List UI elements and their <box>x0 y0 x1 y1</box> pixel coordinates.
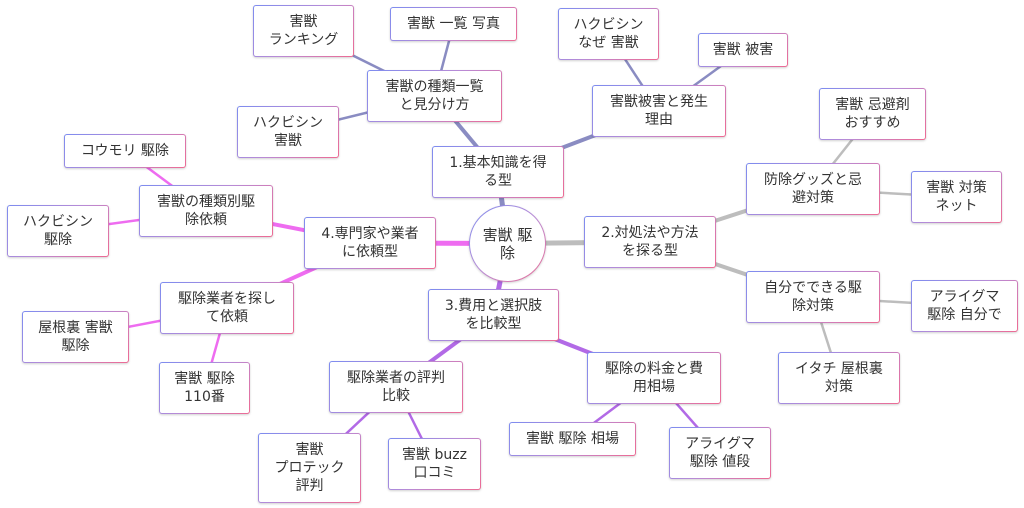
keyword-node[interactable]: ハクビシン 害獣 <box>237 106 339 158</box>
keyword-node[interactable]: 害獣 忌避剤 おすすめ <box>819 88 926 140</box>
keyword-node[interactable]: コウモリ 駆除 <box>64 134 186 168</box>
topic-node-pest-types[interactable]: 害獣の種類一覧 と見分け方 <box>367 70 502 122</box>
keyword-node[interactable]: アライグマ 駆除 自分で <box>911 280 1018 332</box>
keyword-node[interactable]: 害獣 対策 ネット <box>911 171 1002 223</box>
keyword-node[interactable]: 害獣 buzz 口コミ <box>388 438 481 490</box>
keyword-node[interactable]: ハクビシン 駆除 <box>7 205 109 257</box>
keyword-node[interactable]: 害獣 被害 <box>698 33 788 67</box>
topic-node-damage-reasons[interactable]: 害獣被害と発生 理由 <box>592 85 726 137</box>
keyword-node[interactable]: イタチ 屋根裏 対策 <box>778 352 900 404</box>
topic-node-find-vendor[interactable]: 駆除業者を探し て依頼 <box>160 282 294 334</box>
branch-node-hire-experts[interactable]: 4.専門家や業者 に依頼型 <box>304 217 436 269</box>
keyword-node[interactable]: 害獣 一覧 写真 <box>390 7 517 41</box>
branch-node-cost-comparison[interactable]: 3.費用と選択肢 を比較型 <box>428 289 559 341</box>
keyword-node[interactable]: 害獣 ランキング <box>253 5 354 57</box>
topic-node-diy-removal[interactable]: 自分でできる駆 除対策 <box>746 271 880 323</box>
branch-node-basic-knowledge[interactable]: 1.基本知識を得 る型 <box>432 146 564 198</box>
root-node[interactable]: 害獣 駆除 <box>469 205 546 282</box>
topic-node-vendor-reviews[interactable]: 駆除業者の評判 比較 <box>329 361 463 413</box>
branch-node-countermeasures[interactable]: 2.対処法や方法 を探る型 <box>584 216 716 268</box>
topic-node-repellent-goods[interactable]: 防除グッズと忌 避対策 <box>746 163 880 215</box>
keyword-node[interactable]: 害獣 駆除 相場 <box>509 422 636 456</box>
keyword-node[interactable]: ハクビシン なぜ 害獣 <box>558 8 659 60</box>
topic-node-removal-by-species[interactable]: 害獣の種類別駆 除依頼 <box>139 185 273 237</box>
keyword-node[interactable]: 屋根裏 害獣 駆除 <box>22 311 129 363</box>
keyword-node[interactable]: 害獣 駆除 110番 <box>159 362 250 414</box>
topic-node-price-range[interactable]: 駆除の料金と費 用相場 <box>587 352 721 404</box>
keyword-node[interactable]: 害獣 プロテック 評判 <box>258 433 361 503</box>
keyword-node[interactable]: アライグマ 駆除 値段 <box>669 427 771 479</box>
